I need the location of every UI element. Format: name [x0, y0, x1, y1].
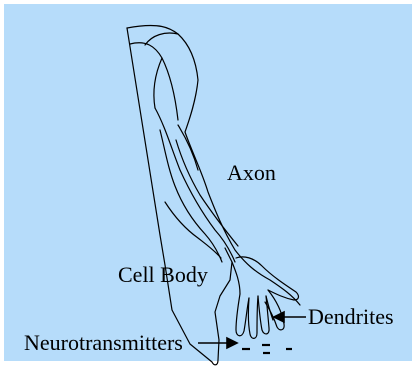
cell-body-label: Cell Body [118, 262, 208, 287]
neurotransmitters-arrow-head [227, 338, 237, 348]
finger-1 [236, 294, 249, 336]
upper-arm-line-3 [145, 33, 178, 45]
axon-label: Axon [227, 160, 276, 185]
upper-arm-line-1 [130, 43, 178, 120]
upper-arm-line-2 [154, 58, 162, 108]
forearm-line-3 [176, 140, 238, 246]
neurotransmitters-label: Neurotransmitters [24, 330, 183, 355]
wrist-line [232, 262, 240, 294]
finger-2 [248, 296, 258, 338]
forearm-line-4 [165, 202, 221, 258]
dendrites-arrow-head [274, 312, 284, 322]
forearm-line-5 [178, 125, 198, 170]
dendrites-label: Dendrites [308, 304, 394, 329]
